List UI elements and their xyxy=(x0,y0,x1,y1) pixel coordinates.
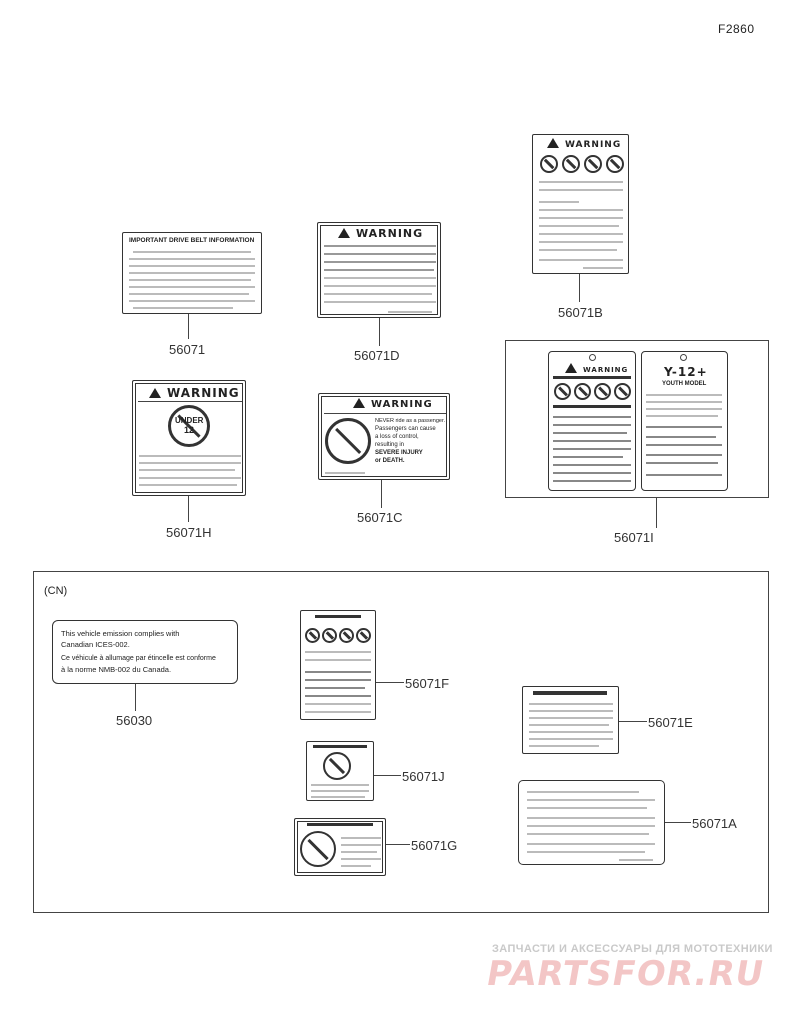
part-number-56071H: 56071H xyxy=(166,525,212,540)
warning-heading-h: WARNING xyxy=(149,386,240,400)
part-number-56030: 56030 xyxy=(116,713,153,728)
prohibition-icon xyxy=(305,628,320,643)
youth-model-heading: Y-12+ xyxy=(664,365,708,379)
prohibition-icon xyxy=(356,628,371,643)
label-56071C[interactable]: WARNING NEVER ride as a passenger. Passe… xyxy=(318,393,450,480)
label-56071D[interactable]: WARNING xyxy=(317,222,441,318)
prohibition-icon xyxy=(540,155,558,173)
prohibition-icon xyxy=(594,383,611,400)
prohibition-icon xyxy=(606,155,624,173)
no-passenger-icon xyxy=(300,831,336,867)
warning-heading: WARNING xyxy=(338,227,423,240)
warning-triangle-icon xyxy=(547,138,559,148)
warning-triangle-icon xyxy=(149,388,161,398)
cn-region-label: (CN) xyxy=(44,585,68,597)
label-56071[interactable]: IMPORTANT DRIVE BELT INFORMATION xyxy=(122,232,262,314)
part-number-56071C: 56071C xyxy=(357,510,403,525)
label-56071E[interactable] xyxy=(522,686,619,754)
warning-triangle-icon xyxy=(565,363,577,373)
youth-model-sub: YOUTH MODEL xyxy=(662,381,707,387)
figure-code: F2860 xyxy=(718,22,755,36)
part-number-56071: 56071 xyxy=(169,342,206,357)
group-frame-56071I xyxy=(505,340,769,498)
no-passenger-icon xyxy=(323,752,351,780)
watermark-tagline: ЗАПЧАСТИ И АКСЕССУАРЫ ДЛЯ МОТОТЕХНИКИ xyxy=(492,943,773,955)
part-number-56071A: 56071A xyxy=(692,816,737,831)
warning-c-text-2: Passengers can cause xyxy=(375,426,436,432)
warning-triangle-icon xyxy=(338,228,350,238)
warning-triangle-icon xyxy=(353,398,365,408)
prohibition-icon xyxy=(584,155,602,173)
part-number-56071I: 56071I xyxy=(614,530,654,545)
cn-line-2: Canadian ICES-002. xyxy=(61,640,130,649)
label-56071I-left[interactable]: WARNING xyxy=(548,351,636,491)
label-56071J[interactable] xyxy=(306,741,374,801)
label-56071G[interactable] xyxy=(294,818,386,876)
warning-heading-i: WARNING xyxy=(565,363,628,374)
watermark-logo: PARTSFOR.RU xyxy=(483,954,768,994)
warning-c-text-6: or DEATH. xyxy=(375,458,405,464)
prohibition-icon xyxy=(339,628,354,643)
label-56071I-right[interactable]: Y-12+ YOUTH MODEL xyxy=(641,351,728,491)
part-number-56071G: 56071G xyxy=(411,838,458,853)
prohibition-icon xyxy=(614,383,631,400)
label-56071A[interactable] xyxy=(518,780,665,865)
warning-c-text-5: SEVERE INJURY xyxy=(375,450,423,456)
cn-region-frame xyxy=(33,571,769,913)
warning-heading-b: WARNING xyxy=(547,138,621,150)
warning-c-text-1: NEVER ride as a passenger. xyxy=(375,418,446,424)
under-label: UNDER xyxy=(175,416,204,425)
drive-belt-heading: IMPORTANT DRIVE BELT INFORMATION xyxy=(129,237,255,244)
label-56071B[interactable]: WARNING xyxy=(532,134,629,274)
label-56030[interactable]: This vehicle emission complies with Cana… xyxy=(52,620,238,684)
cn-line-4: à la norme NMB-002 du Canada. xyxy=(61,665,172,674)
no-passenger-icon xyxy=(325,418,371,464)
cn-line-3: Ce véhicule à allumage par étincelle est… xyxy=(61,655,216,662)
prohibition-icon xyxy=(574,383,591,400)
part-number-56071D: 56071D xyxy=(354,348,400,363)
warning-c-text-3: a loss of control, xyxy=(375,434,419,440)
cn-line-1: This vehicle emission complies with xyxy=(61,629,180,638)
part-number-56071B: 56071B xyxy=(558,305,603,320)
under-12-prohibition-icon xyxy=(168,405,210,447)
prohibition-icon xyxy=(554,383,571,400)
prohibition-icon xyxy=(562,155,580,173)
age-label: 12 xyxy=(184,425,195,435)
part-number-56071E: 56071E xyxy=(648,715,693,730)
warning-c-text-4: resulting in xyxy=(375,442,405,448)
part-number-56071F: 56071F xyxy=(405,676,450,691)
part-number-56071J: 56071J xyxy=(402,769,445,784)
prohibition-icon xyxy=(322,628,337,643)
label-56071H[interactable]: WARNING UNDER 12 xyxy=(132,380,246,496)
warning-heading-c: WARNING xyxy=(353,398,433,410)
label-56071F[interactable] xyxy=(300,610,376,720)
